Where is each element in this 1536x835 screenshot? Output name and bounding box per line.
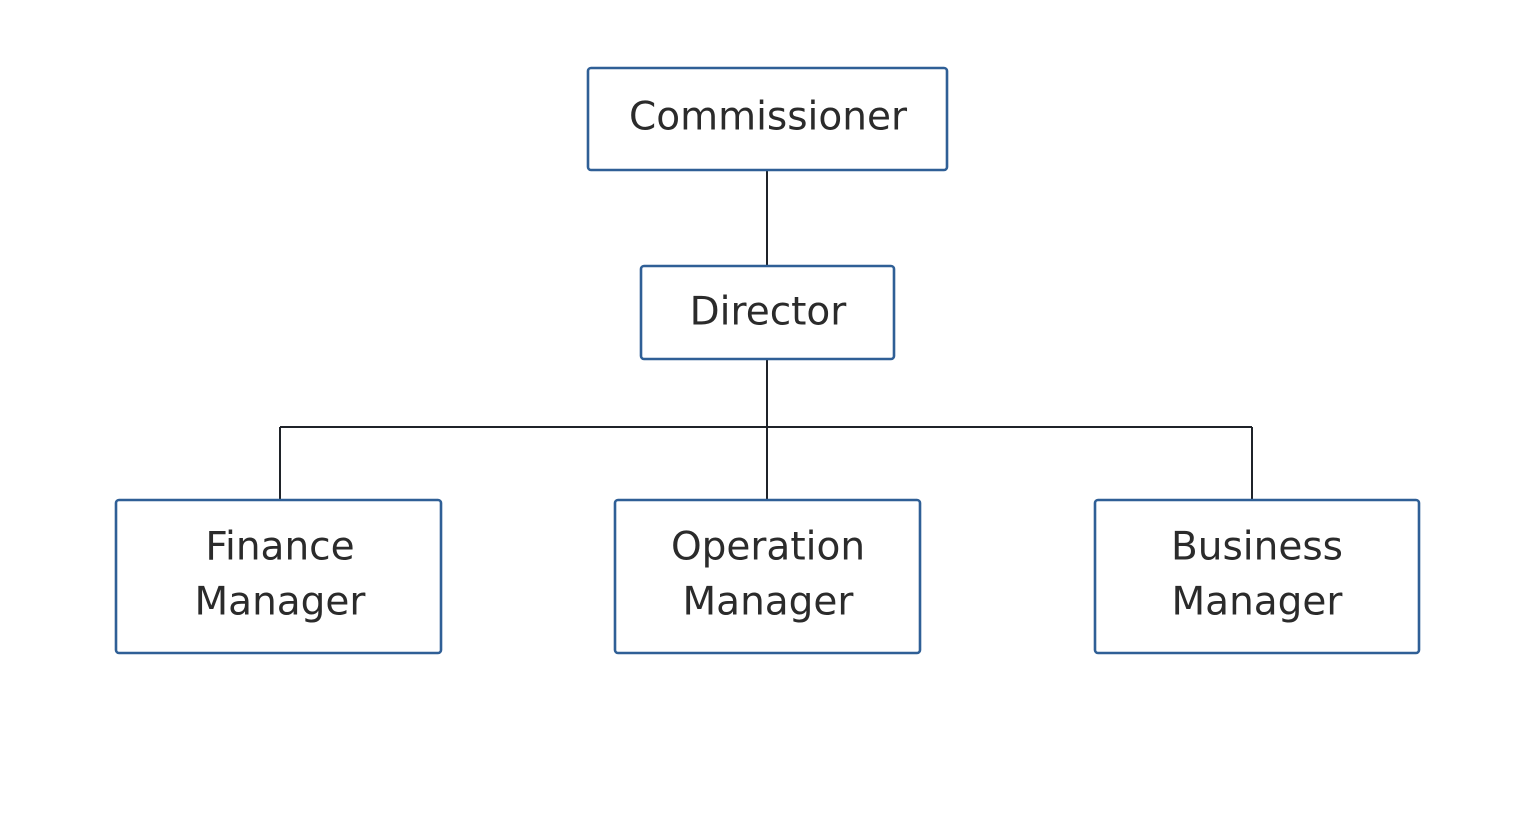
node-finance-manager-label-line2: Manager [195, 580, 367, 625]
node-director-box [639, 264, 896, 361]
node-commissioner-box [586, 66, 949, 172]
node-business-manager-box [1093, 498, 1421, 655]
node-business-manager-label-line2: Manager [1172, 580, 1344, 625]
node-commissioner: Commissioner [586, 66, 949, 172]
node-business-manager: Business Manager [1093, 498, 1421, 655]
node-commissioner-label: Commissioner [629, 95, 908, 140]
node-director: Director [639, 264, 896, 361]
node-finance-manager-label-line1: Finance [205, 525, 354, 570]
node-operation-manager-box [613, 498, 922, 655]
node-operation-manager-label-line2: Manager [683, 580, 855, 625]
node-operation-manager: Operation Manager [613, 498, 922, 655]
node-operation-manager-label-line1: Operation [671, 525, 865, 570]
connectors [279, 170, 1253, 500]
node-finance-manager: Finance Manager [114, 498, 443, 655]
node-business-manager-label-line1: Business [1171, 525, 1343, 570]
node-director-label: Director [690, 290, 848, 335]
node-finance-manager-box [114, 498, 443, 655]
